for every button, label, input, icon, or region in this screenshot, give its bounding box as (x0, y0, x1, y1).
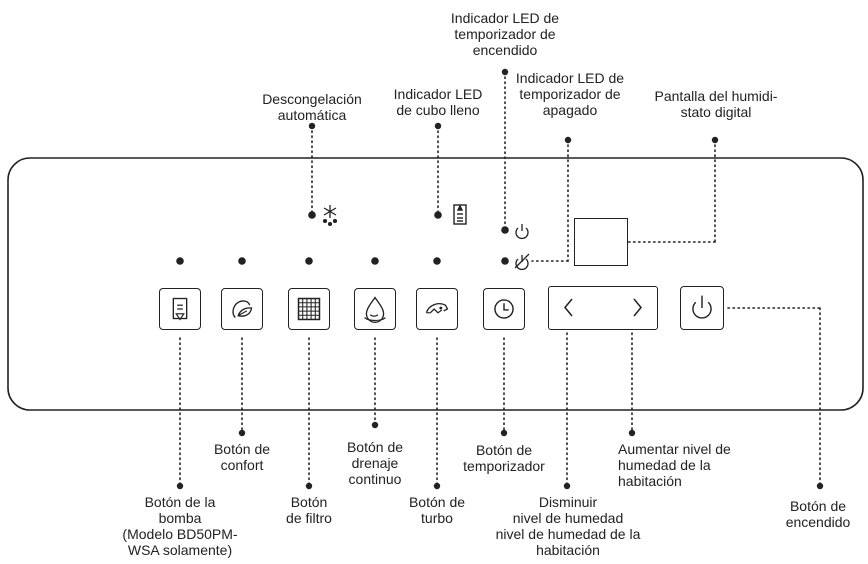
turbo-fan-icon (425, 303, 449, 314)
timer-button-label: Botón de temporizador (463, 442, 545, 474)
comfort-button-label: Botón de confort (213, 441, 271, 473)
led-timer-off (501, 257, 509, 265)
led-drain (371, 257, 379, 265)
comfort-button[interactable] (221, 288, 263, 330)
comfort-leaf-icon (232, 300, 253, 319)
led-filter (305, 257, 313, 265)
chevron-left-icon (564, 298, 573, 317)
chevron-right-icon (633, 298, 642, 317)
led-timer-on (501, 226, 509, 234)
timer-button[interactable] (483, 288, 525, 330)
continuous-drain-button-label: Botón de drenaje continuo (346, 439, 404, 487)
power-button[interactable] (680, 286, 724, 330)
humidistat-display-label: Pantalla del humidi- stato digital (654, 88, 778, 120)
filter-button[interactable] (288, 288, 330, 330)
bucket-full-icon (453, 204, 467, 225)
turbo-button-label: Botón de turbo (408, 494, 466, 526)
timer-off-icon (514, 253, 530, 271)
control-panel-outline (7, 157, 864, 411)
increase-humidity-button[interactable] (602, 287, 657, 328)
timer-on-led-label: Indicador LED de temporizador de encendi… (450, 10, 560, 58)
humidistat-display (574, 218, 628, 266)
defrost-label: Descongelación automática (262, 91, 362, 123)
continuous-drain-button[interactable] (354, 288, 396, 330)
filter-grid-icon (297, 297, 321, 321)
humidity-adjust-buttons (548, 286, 658, 330)
filter-button-label: Botón de filtro (286, 494, 332, 526)
led-comfort (238, 257, 246, 265)
water-drop-icon (364, 296, 386, 323)
led-pump (176, 257, 184, 265)
timer-off-led-label: Indicador LED de temporizador de apagado (515, 70, 625, 118)
bucket-full-led-label: Indicador LED de cubo lleno (393, 86, 483, 118)
led-bucket-full (434, 211, 442, 219)
decrease-humidity-button[interactable] (549, 287, 604, 328)
led-turbo (433, 257, 441, 265)
pump-icon (172, 297, 188, 321)
leader-dots (176, 68, 824, 490)
clock-icon (494, 299, 514, 319)
snowflake-icon (322, 205, 338, 227)
turbo-button[interactable] (416, 288, 458, 330)
power-button-label: Botón de encendido (785, 498, 851, 530)
power-icon (692, 295, 712, 319)
increase-humidity-label: Aumentar nivel de humedad de la habitaci… (618, 441, 731, 489)
leader-lines (179, 71, 821, 487)
pump-button[interactable] (159, 288, 201, 330)
pump-button-label: Botón de la bomba (Modelo BD50PM- WSA so… (122, 494, 238, 558)
led-indicators (176, 211, 509, 265)
timer-on-icon (515, 224, 529, 240)
decrease-humidity-label: Disminuir nivel de humedad nivel de hume… (495, 494, 641, 558)
led-defrost (308, 211, 316, 219)
